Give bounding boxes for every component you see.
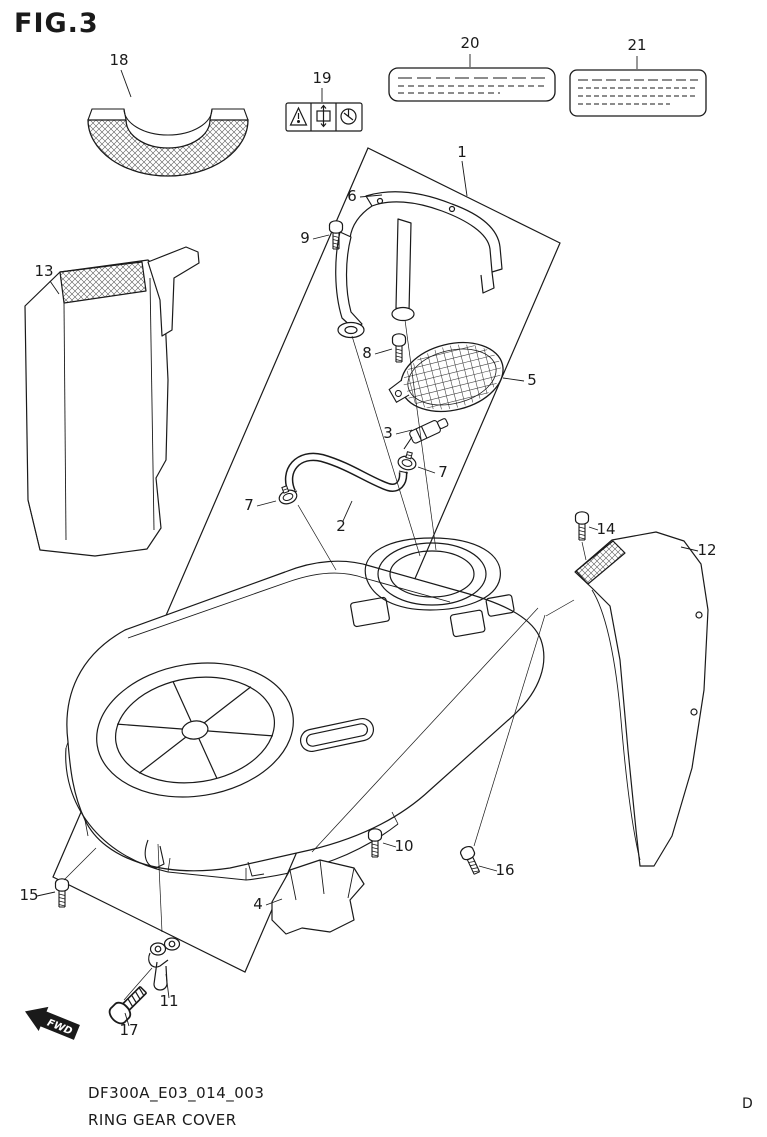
vent-wheel xyxy=(96,662,294,798)
callout-11: 11 xyxy=(159,992,178,1010)
bolt-8 xyxy=(391,333,407,363)
callout-13: 13 xyxy=(34,262,53,280)
callout-7-left: 7 xyxy=(244,496,254,514)
warning-triangle-icon xyxy=(289,106,308,126)
information-label-20 xyxy=(388,67,556,102)
callout-14: 14 xyxy=(596,520,615,538)
part-4-bracket xyxy=(271,859,365,935)
part-5-grille-lens xyxy=(388,337,509,420)
figure-title: FIG.3 xyxy=(14,8,99,39)
callout-5: 5 xyxy=(527,371,537,389)
callout-20: 20 xyxy=(460,34,479,52)
caution-circle-icon xyxy=(340,108,357,125)
bolt-14 xyxy=(574,511,590,541)
page-letter: D xyxy=(742,1096,753,1112)
callout-6: 6 xyxy=(347,187,357,205)
part-3-joint xyxy=(403,418,449,450)
figure-part-code: DF300A_E03_014_003 xyxy=(88,1084,265,1102)
information-label-21 xyxy=(569,69,707,117)
part-6-upper-bracket xyxy=(335,191,503,339)
clamp-7-right xyxy=(396,449,420,473)
callout-10: 10 xyxy=(394,837,413,855)
callout-9: 9 xyxy=(300,229,310,247)
assembly-lines xyxy=(63,319,587,1001)
figure-part-name: RING GEAR COVER xyxy=(88,1111,237,1129)
callout-8: 8 xyxy=(362,344,372,362)
callout-21: 21 xyxy=(627,36,646,54)
callout-labels: 1 2 3 4 5 6 7 7 8 9 10 11 12 13 14 15 16… xyxy=(19,34,716,1039)
part-13-side-cover-left xyxy=(24,246,200,557)
part-18-flywheel-screen xyxy=(87,108,249,177)
ring-gear-cover-body xyxy=(65,537,545,881)
bolt-15 xyxy=(54,878,70,908)
fwd-direction-arrow: FWD xyxy=(25,1006,80,1040)
part-12-side-cover-right xyxy=(574,531,709,867)
callout-3: 3 xyxy=(383,424,393,442)
callout-4: 4 xyxy=(253,895,263,913)
callout-leaders xyxy=(36,54,699,1027)
callout-18: 18 xyxy=(109,51,128,69)
part-11-clamp-bracket xyxy=(148,937,181,991)
callout-15: 15 xyxy=(19,886,38,904)
bolt-16 xyxy=(458,844,484,877)
callout-19: 19 xyxy=(312,69,331,87)
clamp-7-left xyxy=(275,482,300,507)
callout-12: 12 xyxy=(697,541,716,559)
callout-16: 16 xyxy=(495,861,514,879)
owners-manual-icon xyxy=(316,104,331,128)
callout-1: 1 xyxy=(457,143,467,161)
bolt-17 xyxy=(105,981,152,1028)
callout-2: 2 xyxy=(336,517,346,535)
callout-17: 17 xyxy=(119,1021,138,1039)
part-2-breather-hose xyxy=(284,452,409,495)
safety-label-19 xyxy=(285,102,363,132)
callout-7-right: 7 xyxy=(438,463,448,481)
